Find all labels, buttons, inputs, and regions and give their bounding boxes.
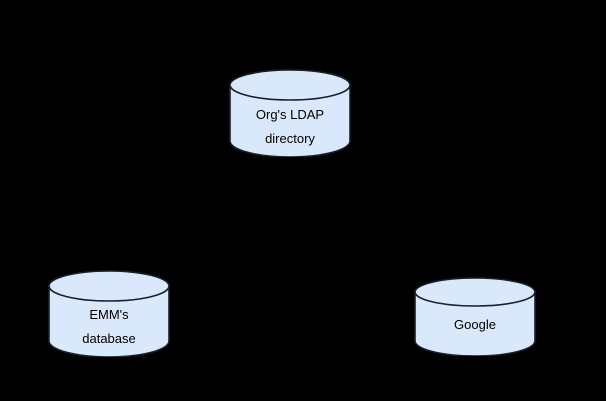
database-cylinder-icon — [229, 69, 351, 157]
database-cylinder-icon — [48, 270, 170, 357]
node-ldap-directory[interactable]: Org's LDAP directory — [229, 69, 351, 157]
database-cylinder-icon — [414, 277, 536, 356]
node-emm-database[interactable]: EMM's database — [48, 270, 170, 357]
node-google[interactable]: Google — [414, 277, 536, 356]
